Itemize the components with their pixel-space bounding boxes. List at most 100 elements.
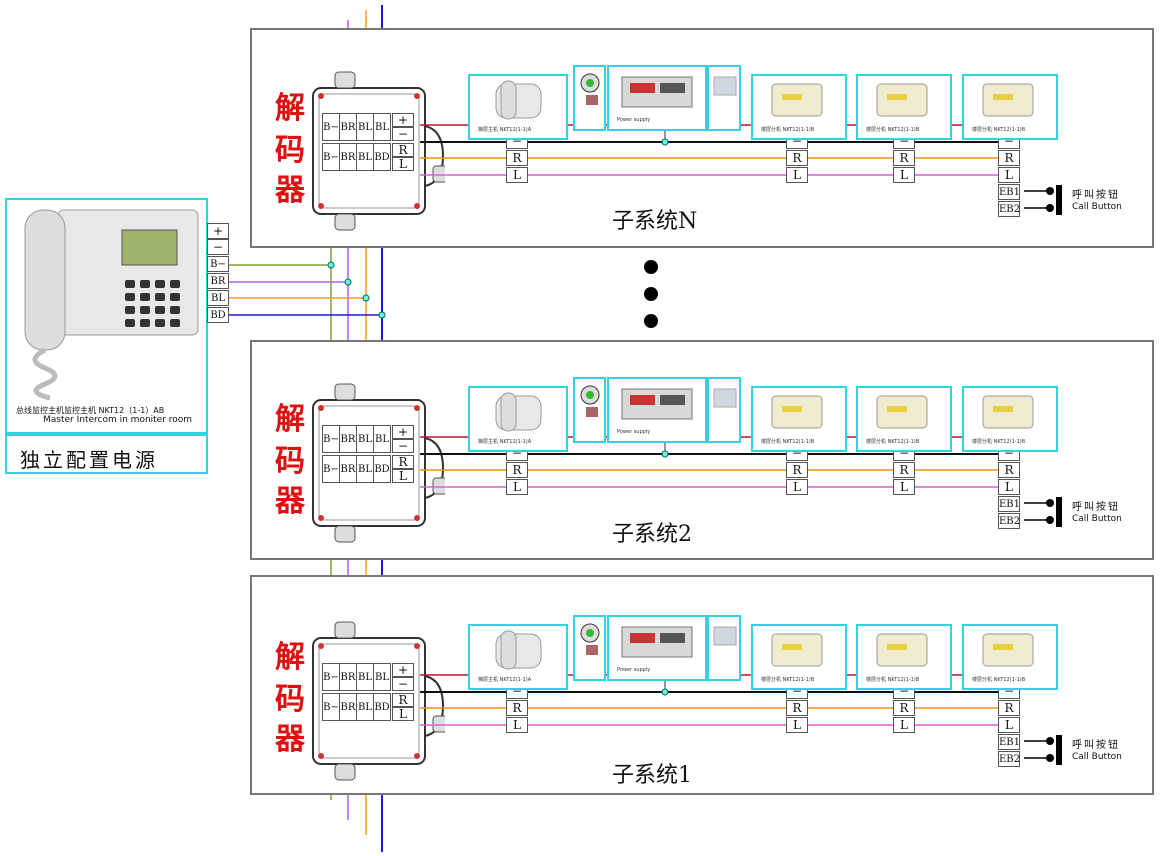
subsystem-2-call-button-en: Call Button — [1072, 514, 1122, 524]
decoder-label-n-1: 解 — [275, 91, 305, 126]
subsystem-2-dev3-term-3: L — [998, 479, 1020, 495]
subsystem-2-eb2: EB2 — [998, 513, 1020, 529]
subsystem-1-device-caption-0: 梯层主机 NKT12(1-1)A — [478, 677, 532, 683]
master-term-br: BR — [207, 273, 229, 289]
subsystem-n-device-pic-4 — [771, 83, 823, 117]
subsystem-1-eb2: EB2 — [998, 751, 1020, 767]
subsystem-n-device-caption-2: Power supply — [617, 117, 651, 123]
subsystem-n-device-pic-0 — [495, 80, 542, 120]
decoder-1-term-l: L — [392, 707, 414, 721]
subsystem-n-call-button-cn: 呼叫按钮 — [1072, 190, 1120, 201]
subsystem-n-dev0-term-2: R — [506, 150, 528, 166]
decoder-label-2-3: 器 — [275, 484, 305, 519]
decoder-enclosure-n — [312, 71, 445, 231]
subsystem-1-call-button-cn: 呼叫按钮 — [1072, 740, 1120, 751]
subsystem-2-dev0-term-3: L — [506, 479, 528, 495]
subsystem-n-dev1-term-2: R — [786, 150, 808, 166]
master-term-bl: BL — [207, 290, 229, 306]
subsystem-2-dev1-term-3: L — [786, 479, 808, 495]
subsystem-1-device-pic-6 — [982, 633, 1034, 667]
subsystem-2-dev3-term-2: R — [998, 462, 1020, 478]
subsystem-2-dev2-term-3: L — [893, 479, 915, 495]
decoder-2-term-r: R — [392, 455, 414, 469]
power-note-box — [5, 434, 208, 474]
subsystem-1-title: 子系统1 — [612, 763, 692, 788]
subsystem-1-device-pic-0 — [495, 630, 542, 670]
subsystem-1-device-box-3 — [707, 615, 741, 681]
subsystem-2-device-caption-0: 梯层主机 NKT12(1-1)A — [478, 439, 532, 445]
decoder-2-term-plus: + — [392, 425, 414, 439]
subsystem-2-eb1: EB1 — [998, 496, 1020, 512]
decoder-enclosure-2 — [312, 383, 445, 543]
subsystem-n-device-caption-4: 楼层分机 NKT12(1-1)B — [761, 127, 815, 133]
subsystem-1-device-pic-3 — [713, 626, 737, 646]
decoder-label-2-1: 解 — [275, 402, 305, 437]
subsystem-2-device-pic-5 — [876, 395, 928, 429]
decoder-n-term-minus: − — [392, 127, 414, 141]
subsystem-1-device-caption-6: 楼层分机 NKT12(1-1)B — [972, 677, 1026, 683]
subsystem-1-dev3-term-3: L — [998, 717, 1020, 733]
decoder-2-term-bot-1: BR — [339, 455, 357, 483]
decoder-2-term-top-0: B− — [322, 425, 340, 453]
subsystem-n-device-pic-2 — [621, 76, 693, 108]
subsystem-n-device-pic-3 — [713, 76, 737, 96]
subsystem-n-call-button-en: Call Button — [1072, 202, 1122, 212]
decoder-n-term-bd: BD — [373, 143, 391, 171]
subsystem-n-dev3-term-3: L — [998, 167, 1020, 183]
decoder-n-term-l: L — [392, 157, 414, 171]
subsystem-n-device-pic-6 — [982, 83, 1034, 117]
decoder-label-1-3: 器 — [275, 722, 305, 757]
subsystem-n-device-box-3 — [707, 65, 741, 131]
subsystem-2-device-pic-2 — [621, 388, 693, 420]
decoder-n-term-r: R — [392, 143, 414, 157]
subsystem-1-dev1-term-3: L — [786, 717, 808, 733]
decoder-label-1-1: 解 — [275, 640, 305, 675]
subsystem-1-dev3-term-2: R — [998, 700, 1020, 716]
master-caption-en: Master Intercom in moniter room — [43, 415, 193, 425]
subsystem-n-device-pic-1 — [580, 73, 600, 105]
master-intercom-device — [24, 209, 199, 400]
decoder-2-term-minus: − — [392, 439, 414, 453]
decoder-n-term-plus: + — [392, 113, 414, 127]
subsystem-2-dev1-term-2: R — [786, 462, 808, 478]
decoder-2-term-bot-0: B− — [322, 455, 340, 483]
decoder-label-n-3: 器 — [275, 173, 305, 208]
subsystem-n-dev0-term-3: L — [506, 167, 528, 183]
subsystem-2-device-pic-4 — [771, 395, 823, 429]
subsystem-2-device-box-3 — [707, 377, 741, 443]
subsystem-2-device-pic-3 — [713, 388, 737, 408]
decoder-2-term-blank: BL — [373, 425, 391, 453]
subsystem-1-device-pic-1 — [580, 623, 600, 655]
master-term-bd: BD — [207, 307, 229, 323]
subsystem-1-device-caption-4: 楼层分机 NKT12(1-1)B — [761, 677, 815, 683]
subsystem-2-device-pic-6 — [982, 395, 1034, 429]
subsystem-1-dev2-term-2: R — [893, 700, 915, 716]
subsystem-n-dev1-term-3: L — [786, 167, 808, 183]
subsystem-2-dev0-term-2: R — [506, 462, 528, 478]
decoder-2-term-bd: BD — [373, 455, 391, 483]
decoder-label-n-2: 码 — [275, 133, 305, 168]
subsystem-1-dev0-term-3: L — [506, 717, 528, 733]
decoder-1-term-bd: BD — [373, 693, 391, 721]
subsystem-n-title: 子系统N — [612, 209, 698, 234]
master-term-plus: + — [207, 223, 229, 239]
subsystem-n-device-caption-5: 楼层分机 NKT12(1-1)B — [866, 127, 920, 133]
subsystem-1-call-button-en: Call Button — [1072, 752, 1122, 762]
subsystem-2-device-caption-6: 楼层分机 NKT12(1-1)B — [972, 439, 1026, 445]
subsystem-n-device-caption-0: 梯层主机 NKT12(1-1)A — [478, 127, 532, 133]
subsystem-1-device-pic-2 — [621, 626, 693, 658]
decoder-1-term-minus: − — [392, 677, 414, 691]
subsystem-1-dev0-term-2: R — [506, 700, 528, 716]
subsystem-1-device-pic-5 — [876, 633, 928, 667]
subsystem-n-device-pic-5 — [876, 83, 928, 117]
subsystem-2-device-caption-5: 楼层分机 NKT12(1-1)B — [866, 439, 920, 445]
subsystem-2-dev2-term-2: R — [893, 462, 915, 478]
decoder-enclosure-1 — [312, 621, 445, 781]
decoder-1-term-blank: BL — [373, 663, 391, 691]
master-term-bminus: B− — [207, 256, 229, 272]
decoder-1-term-plus: + — [392, 663, 414, 677]
subsystem-n-eb2: EB2 — [998, 201, 1020, 217]
power-note: 独立配置电源 — [20, 448, 158, 472]
subsystem-1-device-caption-5: 楼层分机 NKT12(1-1)B — [866, 677, 920, 683]
